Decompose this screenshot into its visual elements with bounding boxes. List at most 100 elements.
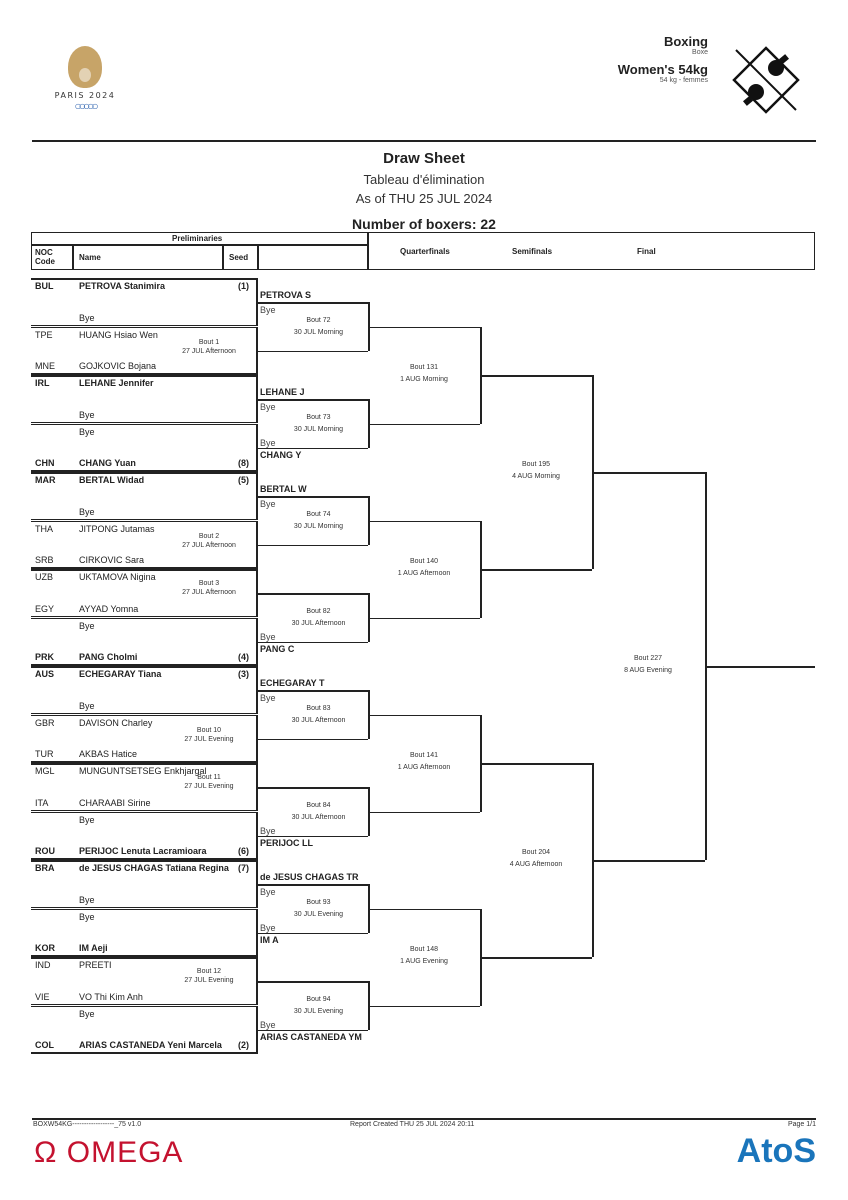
prelim-bout-number: Bout 1: [198, 338, 220, 346]
noc-code: KOR: [35, 943, 55, 953]
r16-line-top: [256, 981, 368, 983]
noc-code: TPE: [35, 329, 53, 340]
noc-code: IND: [35, 960, 51, 970]
noc-code: MNE: [35, 361, 55, 371]
qf-line-bottom: [368, 423, 480, 425]
prelim-bout-number: Bout 10: [196, 726, 222, 734]
bout-time: 30 JUL Morning: [293, 329, 344, 337]
advanced-boxer: de JESUS CHAGAS TR: [260, 872, 359, 883]
pair-top-line: [31, 811, 256, 813]
advanced-boxer: PANG C: [260, 643, 295, 654]
bout-number: Bout 72: [306, 317, 331, 325]
r16-connector: [368, 399, 370, 448]
pair-connector: [256, 278, 258, 326]
boxer-name: VO Thi Kim Anh: [79, 991, 143, 1002]
preliminaries-header: Preliminaries: [172, 234, 223, 243]
boxer-name: IM Aeji: [79, 943, 108, 953]
noc-code: IRL: [35, 378, 50, 388]
noc-code: ROU: [35, 846, 55, 856]
pair-top-line: [31, 423, 256, 425]
seed: (4): [238, 652, 249, 662]
r16-line-bottom: [256, 544, 368, 547]
pair-connector: [256, 423, 258, 472]
noc-code: VIE: [35, 991, 50, 1002]
page-title: Draw Sheet: [383, 150, 465, 167]
bout-time: 30 JUL Evening: [293, 911, 344, 919]
sf-line-top: [480, 375, 592, 377]
pair-bottom-line: [31, 858, 256, 860]
r16-line-top: [256, 302, 368, 304]
sport-name: Boxing: [663, 34, 708, 49]
bout-number: Bout 74: [306, 511, 331, 519]
noc-code: PRK: [35, 652, 55, 662]
r16-connector: [368, 787, 370, 836]
noc-code: MGL: [35, 766, 55, 776]
noc-code: EGY: [35, 603, 55, 614]
prelim-bout-number: Bout 2: [198, 532, 220, 540]
qf-bout-time: 1 AUG Morning: [400, 376, 448, 383]
table-header: Preliminaries NOC Code Name Seed Quarter…: [31, 232, 815, 270]
sf-line-bottom: [480, 957, 592, 959]
boxer-name: ECHEGARAY Tiana: [79, 669, 162, 679]
pair-top-line: [31, 326, 256, 328]
sf-line-top: [480, 763, 592, 765]
r16-line-top: [256, 690, 368, 692]
winner-line: [705, 666, 815, 668]
pair-top-line: [31, 1005, 256, 1007]
olympic-rings-icon: ○○○○○: [74, 99, 98, 113]
header-divider: [367, 233, 369, 269]
bye-label: Bye: [260, 402, 276, 413]
bye-label: Bye: [79, 911, 95, 922]
sf-line-bottom: [480, 569, 592, 571]
pair-top-line: [31, 569, 256, 571]
prelim-bout-number: Bout 11: [197, 774, 221, 781]
noc-code: UZB: [35, 572, 53, 582]
qf-line-top: [368, 908, 480, 910]
bout-time: 30 JUL Morning: [293, 426, 344, 434]
boxer-name: CHANG Yuan: [79, 458, 136, 468]
r16-connector: [368, 981, 370, 1030]
event-header: Boxing Boxe Women's 54kg 54 kg - femmes: [618, 34, 708, 84]
boxer-name: PETROVA Stanimira: [79, 281, 166, 291]
bye-label: Bye: [79, 312, 95, 323]
pair-top-line: [31, 520, 256, 522]
pair-top-line: [31, 908, 256, 910]
pair-top-line: [31, 860, 256, 862]
r16-line-bottom: [256, 738, 368, 741]
pair-top-line: [31, 957, 256, 959]
pair-bottom-line: [31, 712, 256, 714]
qf-bout-time: 1 AUG Afternoon: [397, 764, 451, 771]
boxer-name: AYYAD Yomna: [79, 603, 139, 614]
final-line-bottom: [592, 860, 705, 862]
boxer-name: de JESUS CHAGAS Tatiana Regina: [79, 863, 229, 873]
bye-label: Bye: [79, 814, 95, 825]
pair-connector: [256, 763, 258, 811]
pair-bottom-line: [31, 421, 256, 423]
qf-bout-number: Bout 148: [409, 946, 439, 953]
noc-code-header: NOC Code: [35, 248, 55, 266]
noc-code: MAR: [35, 475, 56, 485]
bout-time: 30 JUL Morning: [293, 523, 344, 531]
pair-top-line: [31, 278, 256, 280]
noc-code: GBR: [35, 717, 55, 728]
seed-header: Seed: [229, 253, 249, 262]
header-divider: [257, 244, 259, 269]
pair-bottom-line: [31, 906, 256, 908]
quarterfinals-header: Quarterfinals: [400, 247, 450, 256]
qf-line-bottom: [368, 1005, 480, 1007]
paris-2024-logo: PARIS 2024 ○○○○○: [50, 46, 120, 126]
pair-top-line: [31, 375, 256, 377]
pair-bottom-line: [31, 615, 256, 617]
pair-bottom-line: [31, 518, 256, 520]
pair-bottom-line: [31, 324, 256, 326]
boxer-name: BERTAL Widad: [79, 475, 145, 485]
header-divider: [32, 244, 367, 246]
noc-code: BUL: [35, 281, 54, 291]
pair-bottom-line: [31, 470, 256, 472]
header-divider: [72, 244, 74, 269]
prelim-bout-time: 27 JUL Evening: [184, 735, 234, 743]
boxer-name: GOJKOVIC Bojana: [79, 361, 157, 371]
pair-bottom-line: [31, 373, 256, 375]
bye-label: Bye: [260, 437, 276, 448]
pair-bottom-line: [31, 955, 256, 957]
